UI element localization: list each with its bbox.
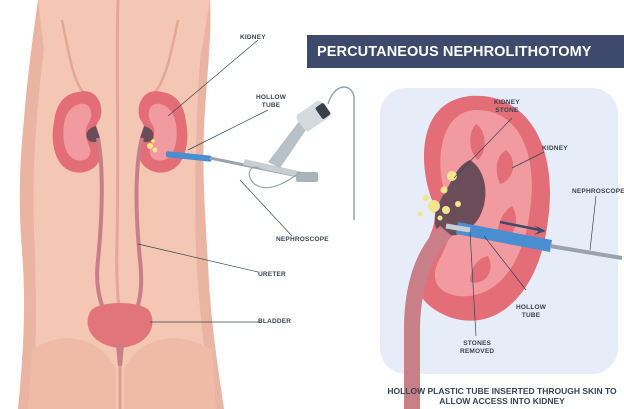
label-stones-removed: STONES REMOVED (460, 340, 494, 356)
label-hollow-tube-left: HOLLOW TUBE (256, 94, 286, 110)
label-nephroscope-left: NEPHROSCOPE (276, 236, 329, 244)
title-banner: PERCUTANEOUS NEPHROLITHOTOMY (307, 35, 624, 68)
label-hollow-tube-right: HOLLOW TUBE (516, 304, 546, 320)
diagram-caption: HOLLOW PLASTIC TUBE INSERTED THROUGH SKI… (372, 386, 624, 406)
label-nephroscope-right: NEPHROSCOPE (572, 188, 624, 196)
caption-line-1: HOLLOW PLASTIC TUBE INSERTED THROUGH SKI… (372, 386, 624, 396)
label-kidney-stone: KIDNEY STONE (494, 99, 520, 115)
label-kidney-right: KIDNEY (542, 145, 568, 153)
label-kidney-left: KIDNEY (240, 34, 266, 42)
label-bladder: BLADDER (258, 318, 291, 326)
label-ureter: URETER (258, 271, 286, 279)
diagram-title: PERCUTANEOUS NEPHROLITHOTOMY (307, 44, 592, 60)
left-kidney (53, 91, 102, 173)
right-kidney (139, 91, 188, 173)
caption-line-2: ALLOW ACCESS INTO KIDNEY (372, 396, 624, 406)
